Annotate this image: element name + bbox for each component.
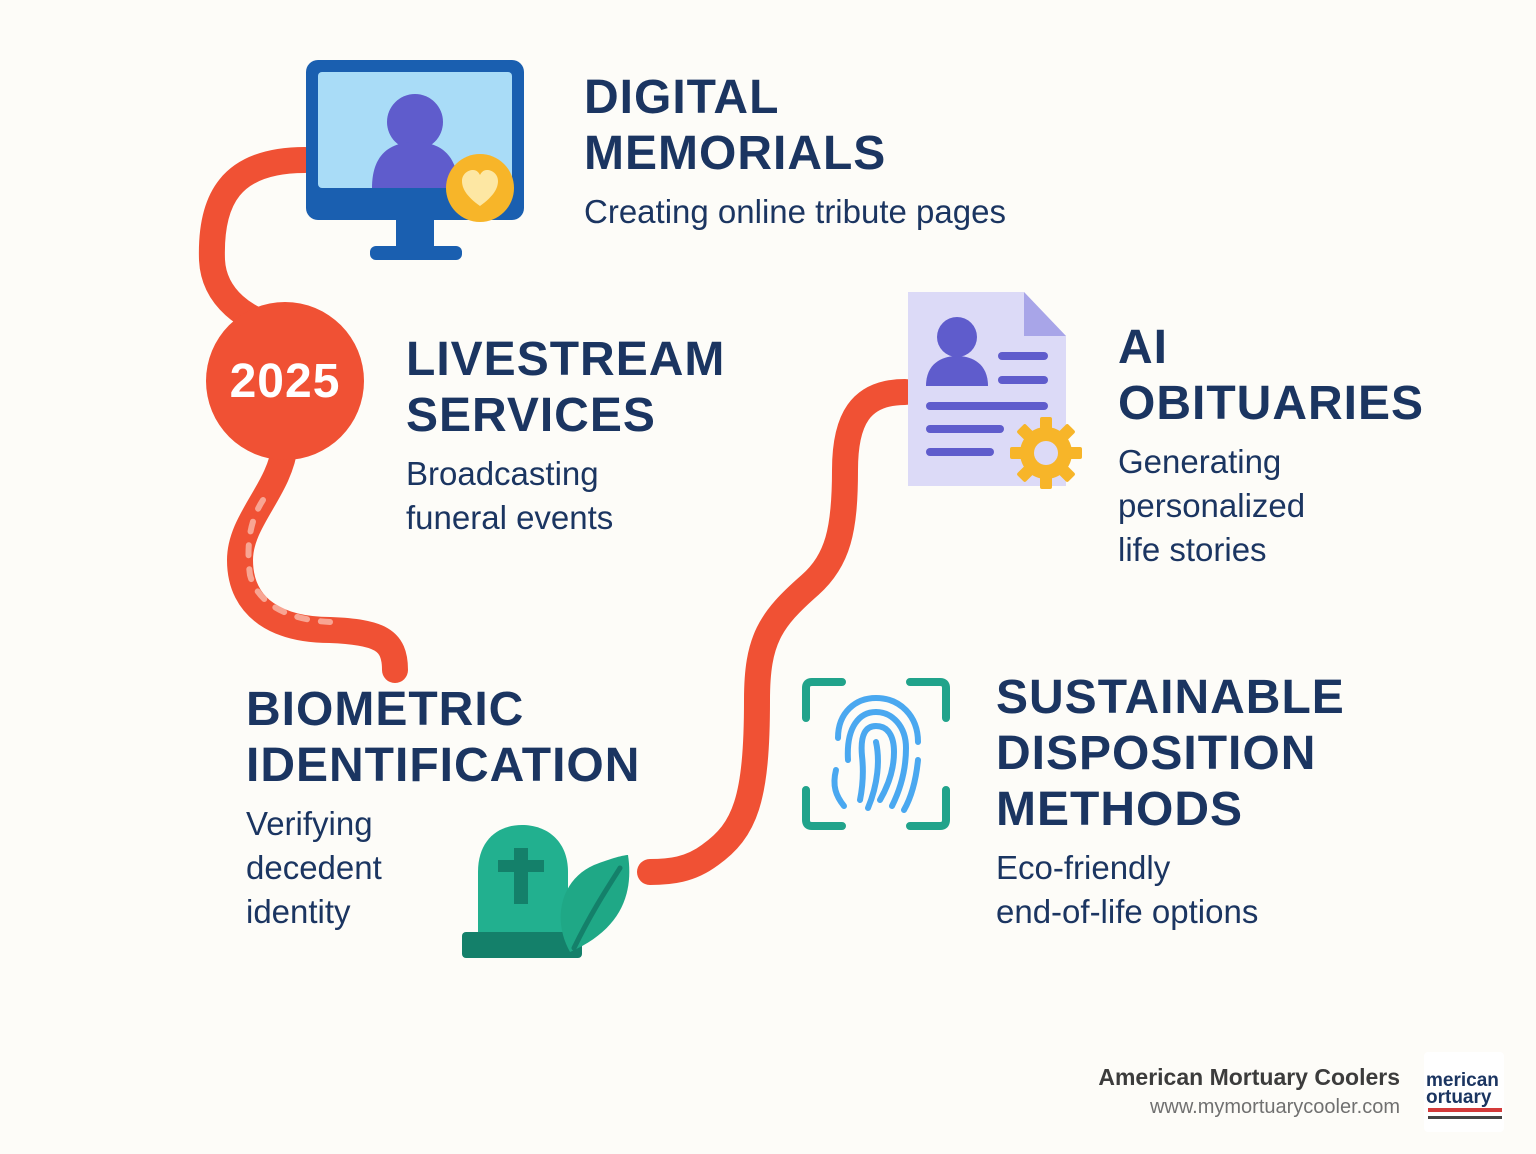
title-line: OBITUARIES (1118, 377, 1425, 430)
item-description: Eco-friendly end-of-life options (996, 846, 1345, 934)
svg-text:ortuary: ortuary (1426, 1087, 1492, 1108)
item-description: Broadcasting funeral events (406, 452, 725, 540)
item-title: LIVESTREAM SERVICES (406, 332, 725, 444)
desc-line: end-of-life options (996, 893, 1259, 930)
title-line: SERVICES (406, 389, 656, 442)
desc-line: Eco-friendly (996, 849, 1171, 886)
svg-text:merican: merican (1426, 1070, 1499, 1091)
desc-line: Verifying (246, 805, 373, 842)
item-description: Creating online tribute pages (584, 190, 1006, 234)
item-title: SUSTAINABLE DISPOSITION METHODS (996, 670, 1345, 838)
brand-url[interactable]: www.mymortuarycooler.com (1149, 1096, 1400, 1118)
title-line: LIVESTREAM (406, 333, 726, 386)
item-description: Generating personalized life stories (1118, 440, 1424, 572)
desc-line: identity (246, 893, 351, 930)
desc-line: Creating online tribute pages (584, 193, 1006, 230)
desc-line: funeral events (406, 499, 614, 536)
document-gear-icon (908, 292, 1082, 489)
item-title: BIOMETRIC IDENTIFICATION (246, 682, 640, 794)
path-dashes (245, 497, 333, 625)
monitor-person-heart-icon (306, 60, 524, 260)
item-description: Verifying decedent identity (246, 802, 640, 934)
item-sustainable-disposition: SUSTAINABLE DISPOSITION METHODS Eco-frie… (996, 670, 1345, 934)
title-line: MEMORIALS (584, 127, 887, 180)
desc-line: Broadcasting (406, 455, 599, 492)
year-badge: 2025 (206, 302, 364, 460)
brand-footer: American Mortuary Coolers www.mymortuary… (1098, 1062, 1400, 1122)
brand-name: American Mortuary Coolers (1098, 1064, 1400, 1090)
desc-line: decedent (246, 849, 382, 886)
title-line: SUSTAINABLE (996, 671, 1345, 724)
american-mortuary-logo: merican ortuary (1424, 1052, 1504, 1132)
desc-line: life stories (1118, 531, 1267, 568)
title-line: BIOMETRIC (246, 683, 525, 736)
item-digital-memorials: DIGITAL MEMORIALS Creating online tribut… (584, 70, 1006, 234)
desc-line: Generating (1118, 443, 1282, 480)
title-line: DIGITAL (584, 71, 780, 124)
item-ai-obituaries: AI OBITUARIES Generating personalized li… (1118, 320, 1424, 572)
title-line: AI (1118, 321, 1168, 374)
title-line: DISPOSITION (996, 727, 1317, 780)
item-biometric-identification: BIOMETRIC IDENTIFICATION Verifying deced… (246, 682, 640, 934)
title-line: IDENTIFICATION (246, 739, 641, 792)
gravestone-leaf-icon (462, 825, 630, 958)
item-title: DIGITAL MEMORIALS (584, 70, 1006, 182)
item-title: AI OBITUARIES (1118, 320, 1424, 432)
fingerprint-scan-icon (802, 678, 950, 830)
item-livestream-services: LIVESTREAM SERVICES Broadcasting funeral… (406, 332, 725, 540)
title-line: METHODS (996, 783, 1243, 836)
desc-line: personalized (1118, 487, 1306, 524)
